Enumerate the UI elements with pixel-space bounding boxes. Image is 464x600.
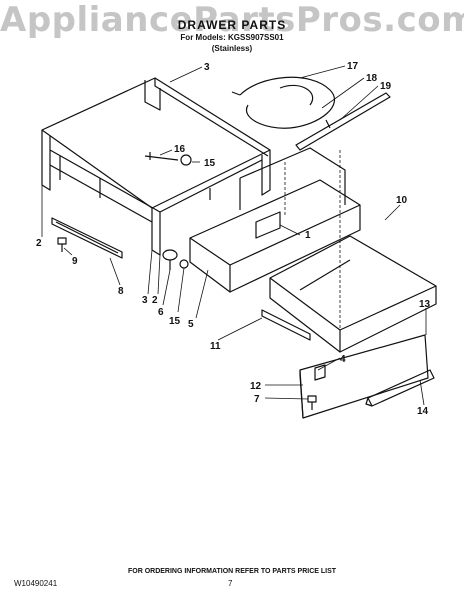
callout-15-bottom: 15 — [169, 316, 181, 327]
callout-15-top: 15 — [204, 158, 216, 169]
valve-assembly — [144, 152, 192, 166]
drawer-slide — [51, 217, 123, 259]
callout-11: 11 — [210, 341, 221, 352]
callout-12: 12 — [250, 381, 262, 392]
callout-6: 9 — [72, 256, 78, 267]
callout-19: 19 — [380, 81, 392, 92]
callout-3-bottom: 3 — [142, 295, 148, 306]
rail-strip — [295, 92, 391, 151]
bracket — [162, 249, 189, 270]
callout-18: 18 — [366, 73, 378, 84]
callout-7: 5 — [188, 319, 194, 330]
document-number: W10490241 — [14, 579, 58, 588]
callout-1: 1 — [305, 230, 311, 241]
callout-13: 13 — [419, 299, 431, 310]
leader-lines — [41, 65, 427, 406]
drawer-handle — [365, 369, 435, 407]
callout-9: 7 — [254, 394, 260, 405]
screw — [57, 237, 67, 252]
callout-labels: 3 17 18 19 16 15 1 10 2 9 8 3 2 6 15 5 1… — [36, 61, 431, 417]
callout-16: 16 — [174, 144, 186, 155]
burner-element — [231, 76, 336, 129]
panel-screw — [307, 395, 317, 410]
callout-3-top: 3 — [204, 62, 210, 73]
callout-17: 17 — [347, 61, 359, 72]
drawer-tray — [269, 235, 437, 353]
callout-5: 8 — [118, 286, 124, 297]
page-number: 7 — [228, 579, 233, 588]
drawer-front-panel — [299, 334, 429, 419]
callout-2-left: 2 — [36, 238, 42, 249]
callout-2-bottom: 2 — [152, 295, 158, 306]
watermark: AppliancePartsPros.com — [0, 0, 464, 40]
drawer-body — [189, 147, 361, 293]
variant-label: (Stainless) — [211, 44, 253, 53]
callout-8: 6 — [158, 307, 164, 318]
ordering-note: FOR ORDERING INFORMATION REFER TO PARTS … — [127, 568, 337, 575]
callout-14: 14 — [417, 406, 429, 417]
page-title: DRAWER PARTS — [177, 18, 287, 32]
model-subtitle: For Models: KGSS907SS01 — [180, 33, 284, 42]
tray-slide — [261, 309, 311, 341]
drawer-frame — [41, 77, 271, 256]
callout-4: 4 — [340, 354, 346, 365]
callout-10: 10 — [396, 195, 408, 206]
